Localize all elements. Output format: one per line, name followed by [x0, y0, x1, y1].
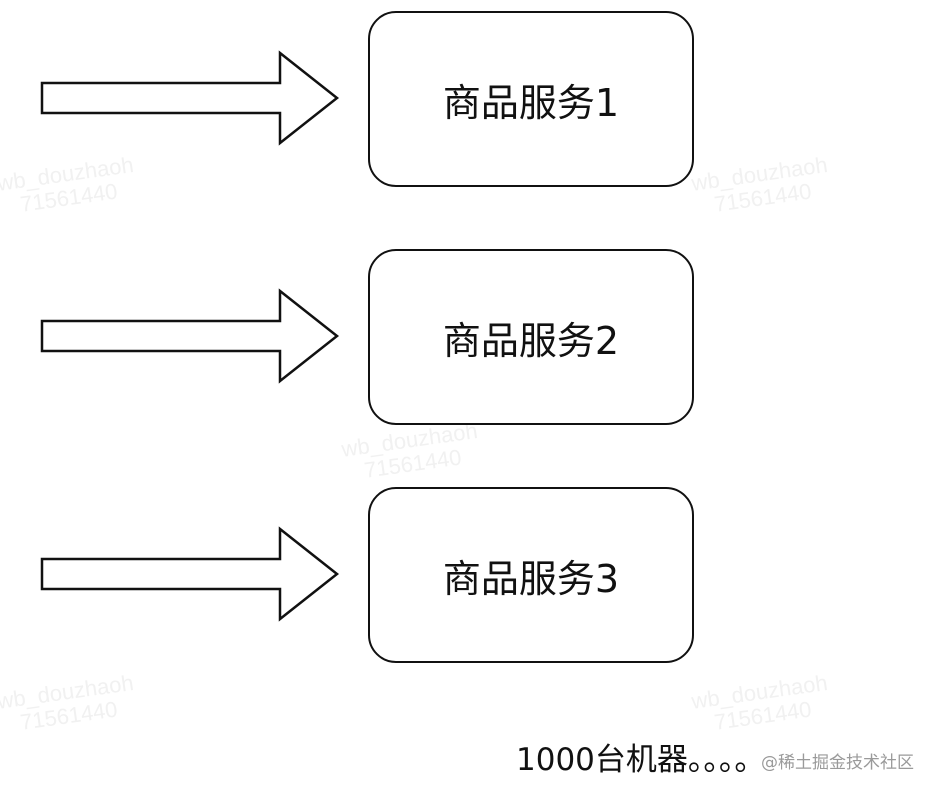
service-label: 商品服务3: [442, 556, 620, 601]
right-arrow-icon: [40, 526, 340, 622]
service-box-3: 商品服务3: [368, 487, 694, 663]
right-arrow-icon: [40, 288, 340, 384]
service-box-2: 商品服务2: [368, 249, 694, 425]
service-label: 商品服务1: [442, 80, 620, 125]
right-arrow-icon: [40, 50, 340, 146]
service-box-1: 商品服务1: [368, 11, 694, 187]
source-watermark: @稀土掘金技术社区: [761, 753, 914, 773]
service-label: 商品服务2: [442, 318, 620, 363]
caption-text: 1000台机器。。。。: [516, 742, 766, 778]
